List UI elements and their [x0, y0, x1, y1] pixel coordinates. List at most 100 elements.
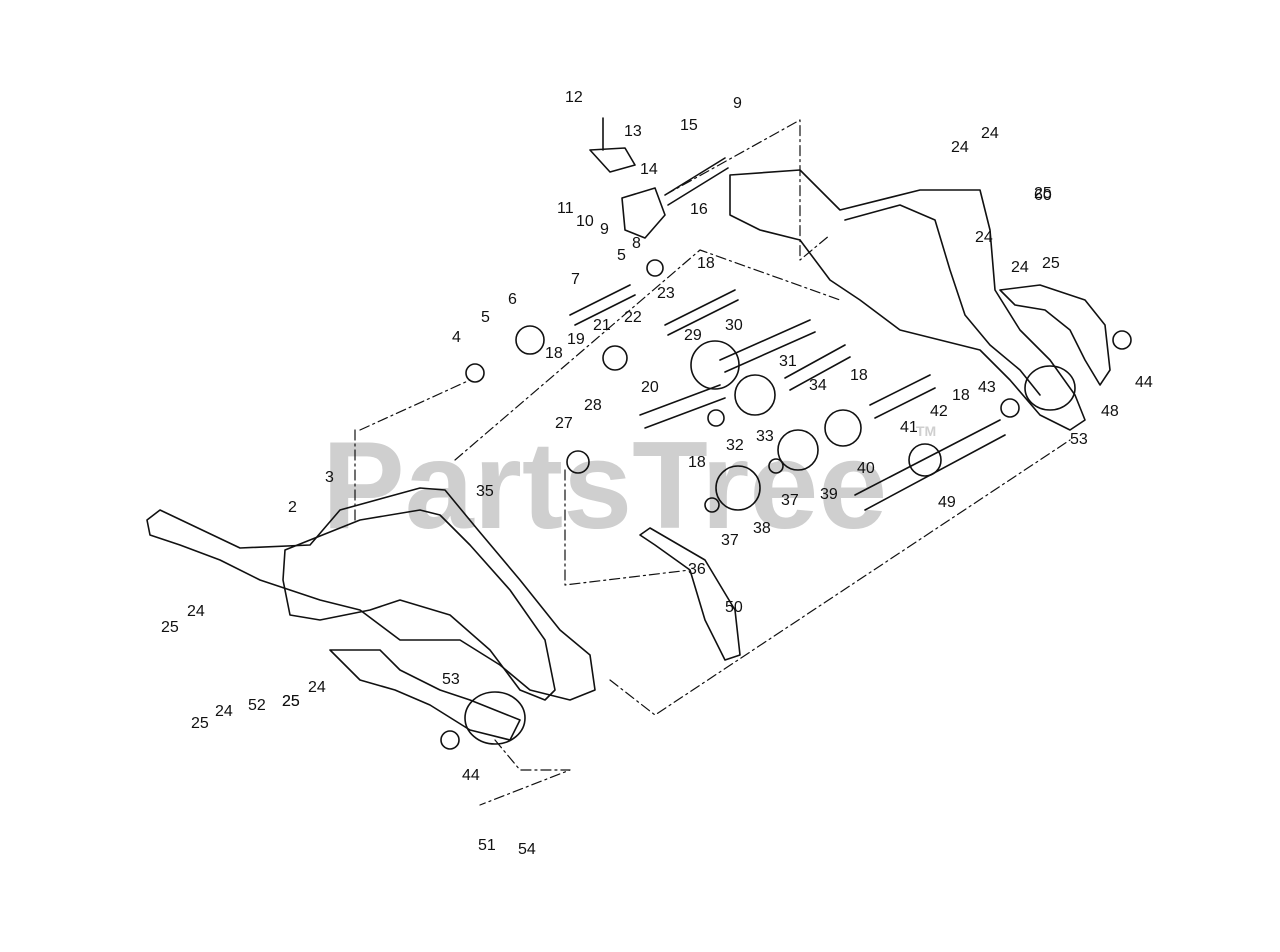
drive-belt — [639, 527, 741, 661]
part-label-54: 54 — [518, 841, 536, 858]
leader-line-mid — [454, 249, 841, 461]
part-label-4: 4 — [452, 329, 461, 346]
shaft-23 — [664, 289, 739, 336]
part-label-43: 43 — [978, 379, 996, 396]
bushing-44-left — [440, 730, 460, 750]
part-label-24: 24 — [981, 125, 999, 142]
right-plate-inner-edge — [844, 204, 1041, 396]
part-label-32: 32 — [726, 437, 744, 454]
left-frame-plate-inner — [282, 509, 556, 701]
leader-line-belt — [564, 469, 691, 586]
part-label-27: 27 — [555, 415, 573, 432]
hub-53-left — [464, 691, 526, 745]
part-label-36: 36 — [688, 561, 706, 578]
sprocket-49-gear — [908, 443, 942, 477]
part-label-39: 39 — [820, 486, 838, 503]
part-label-25: 25 — [282, 693, 300, 710]
right-frame-plate — [729, 169, 1086, 431]
part-label-18: 18 — [697, 255, 715, 272]
part-label-9: 9 — [733, 95, 742, 112]
callout-labels: 2345567899101112131415161818181818192021… — [161, 89, 1153, 858]
part-label-24: 24 — [187, 603, 205, 620]
sprocket-38 — [715, 465, 761, 511]
part-label-12: 12 — [565, 89, 583, 106]
leader-line-upper — [664, 119, 831, 261]
bushing-8 — [646, 259, 664, 277]
part-label-2: 2 — [288, 499, 297, 516]
shaft-30 — [719, 319, 816, 373]
shaft-34 — [784, 344, 851, 391]
part-label-11: 11 — [557, 200, 574, 217]
part-label-51: 51 — [478, 837, 496, 854]
part-label-50: 50 — [725, 599, 743, 616]
part-label-6: 6 — [508, 291, 517, 308]
part-label-25: 25 — [282, 693, 300, 710]
part-label-44: 44 — [462, 767, 480, 784]
bushing-27 — [566, 450, 590, 474]
part-label-37: 37 — [721, 532, 739, 549]
part-label-24: 24 — [951, 139, 969, 156]
part-label-16: 16 — [690, 201, 708, 218]
part-label-48: 48 — [1101, 403, 1119, 420]
part-label-5: 5 — [617, 247, 626, 264]
sprocket-29 — [690, 340, 740, 390]
part-label-22: 22 — [624, 309, 642, 326]
part-label-40: 40 — [857, 460, 875, 477]
part-label-44: 44 — [1135, 374, 1153, 391]
part-label-15: 15 — [680, 117, 698, 134]
part-label-42: 42 — [930, 403, 948, 420]
shift-bracket-14 — [621, 187, 666, 239]
part-label-41: 41 — [900, 419, 918, 436]
sprocket-39 — [777, 429, 819, 471]
part-label-60: 60 — [1034, 187, 1052, 204]
part-label-5: 5 — [481, 309, 490, 326]
part-label-37: 37 — [781, 492, 799, 509]
part-label-49: 49 — [938, 494, 956, 511]
part-label-35: 35 — [476, 483, 494, 500]
shaft-7 — [569, 284, 636, 326]
leader-line-bolts — [479, 739, 571, 806]
part-label-18: 18 — [850, 367, 868, 384]
shaft-41 — [869, 374, 936, 419]
part-label-3: 3 — [325, 469, 334, 486]
gear-6 — [515, 325, 545, 355]
part-label-18: 18 — [545, 345, 563, 362]
bushing-4 — [465, 363, 485, 383]
leader-line-lower — [609, 439, 1071, 716]
part-label-25: 25 — [1042, 255, 1060, 272]
leader-line-left — [354, 379, 471, 521]
watermark: PartsTree TM — [322, 417, 936, 555]
part-label-19: 19 — [567, 331, 585, 348]
part-label-23: 23 — [657, 285, 675, 302]
part-label-29: 29 — [684, 327, 702, 344]
part-label-13: 13 — [624, 123, 642, 140]
part-label-28: 28 — [584, 397, 602, 414]
sprocket-40 — [824, 409, 862, 447]
watermark-tm: TM — [916, 423, 936, 439]
part-label-8: 8 — [632, 235, 641, 252]
part-label-20: 20 — [641, 379, 659, 396]
part-label-53: 53 — [1070, 431, 1088, 448]
bushing-37a — [768, 458, 784, 474]
shift-lever-13 — [589, 117, 636, 173]
sprocket-33 — [734, 374, 776, 416]
shift-rod-16 — [664, 157, 729, 206]
left-frame-plate-outer — [146, 487, 596, 701]
gear-21 — [602, 345, 628, 371]
part-label-31: 31 — [779, 353, 797, 370]
part-label-52: 52 — [248, 697, 266, 714]
part-label-34: 34 — [809, 377, 827, 394]
part-label-18: 18 — [952, 387, 970, 404]
part-label-21: 21 — [593, 317, 611, 334]
bushing-32 — [707, 409, 725, 427]
part-label-33: 33 — [756, 428, 774, 445]
part-label-9: 9 — [600, 221, 609, 238]
bushing-37b — [704, 497, 720, 513]
part-label-25: 25 — [161, 619, 179, 636]
right-side-shield — [999, 284, 1111, 386]
part-label-53: 53 — [442, 671, 460, 688]
part-label-24: 24 — [308, 679, 326, 696]
hub-53-right — [1024, 365, 1076, 411]
